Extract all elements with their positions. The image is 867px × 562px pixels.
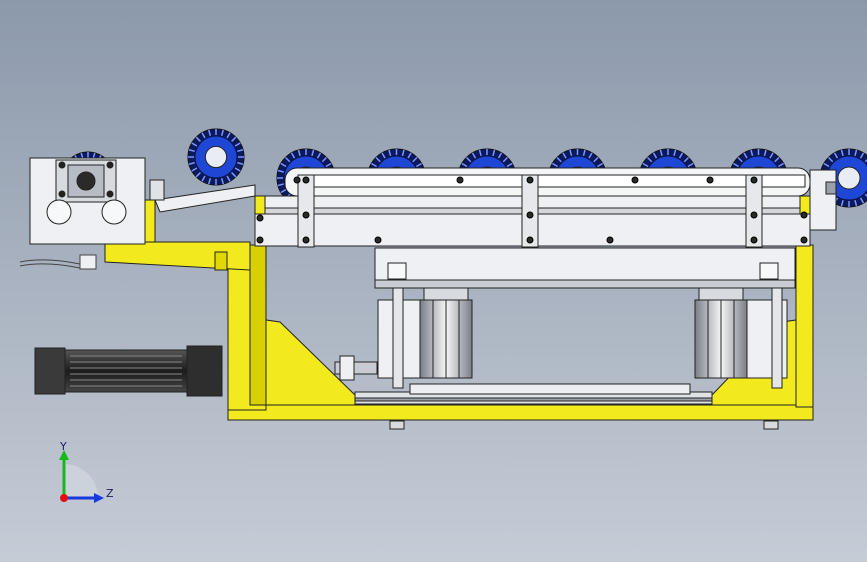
z-axis-label: Z: [106, 487, 114, 500]
bolt: [293, 176, 301, 184]
idler-arm[interactable]: [149, 179, 256, 213]
bolt: [750, 236, 758, 244]
bolt: [606, 236, 614, 244]
z-axis-head: [94, 493, 104, 503]
bolt: [302, 211, 310, 219]
roller[interactable]: [187, 128, 245, 186]
bolt: [256, 236, 264, 244]
sensor-cable: [19, 254, 97, 270]
linear-rail[interactable]: [354, 383, 713, 405]
bolt: [302, 176, 310, 184]
orientation-triad[interactable]: Y Z: [44, 440, 124, 510]
triad-arc: [64, 464, 98, 498]
bolt: [800, 236, 808, 244]
rail-bolts: [256, 176, 808, 244]
air-fitting[interactable]: [334, 355, 378, 381]
base-frame[interactable]: [104, 241, 814, 421]
bolt: [374, 236, 382, 244]
cylinder-left[interactable]: [377, 287, 473, 379]
base-feet: [389, 420, 779, 430]
conveyor-rail[interactable]: [254, 167, 837, 248]
servo-motor[interactable]: [34, 345, 223, 397]
bolt: [706, 176, 714, 184]
x-axis-dot: [60, 494, 68, 502]
y-axis-head: [59, 450, 69, 460]
y-axis-label: Y: [59, 440, 67, 453]
bolt: [631, 176, 639, 184]
bolt: [526, 176, 534, 184]
bolt: [256, 214, 264, 222]
guide-rods: [392, 287, 783, 389]
bolt: [750, 211, 758, 219]
bolt: [750, 176, 758, 184]
bolt: [526, 211, 534, 219]
bolt: [526, 236, 534, 244]
bolt: [302, 236, 310, 244]
bolt: [800, 211, 808, 219]
lift-plate[interactable]: [374, 247, 796, 289]
drive-block[interactable]: [29, 157, 156, 245]
bolt: [456, 176, 464, 184]
